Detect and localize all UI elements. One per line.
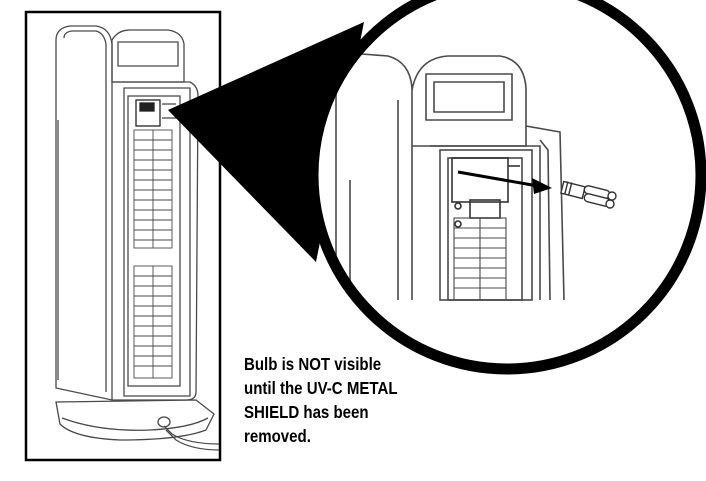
magnified-detail bbox=[307, 0, 706, 375]
uv-c-bulb bbox=[560, 180, 617, 209]
magnifier-ring bbox=[307, 0, 706, 375]
filter-opening bbox=[127, 95, 181, 387]
top-handle bbox=[111, 29, 185, 83]
caption-line-1: Bulb is NOT visible bbox=[244, 354, 382, 374]
base-stand bbox=[55, 399, 215, 441]
zoom-access-panel bbox=[430, 145, 541, 300]
zoom-filter-grid bbox=[453, 217, 507, 301]
purifier-full-view bbox=[24, 10, 222, 462]
instruction-caption: Bulb is NOT visible until the UV-C METAL… bbox=[244, 352, 442, 448]
caption-line-3: SHIELD has been bbox=[244, 402, 369, 422]
pull-out-arrow bbox=[457, 170, 552, 194]
lower-filter bbox=[133, 265, 173, 379]
caption-line-4: removed. bbox=[244, 426, 311, 446]
left-frame bbox=[24, 10, 222, 462]
power-cord bbox=[157, 416, 219, 451]
caption-line-2: until the UV-C METAL bbox=[244, 378, 398, 398]
uv-c-metal-shield bbox=[135, 99, 176, 127]
zoom-top-handle bbox=[411, 55, 527, 147]
upper-filter bbox=[133, 129, 173, 249]
